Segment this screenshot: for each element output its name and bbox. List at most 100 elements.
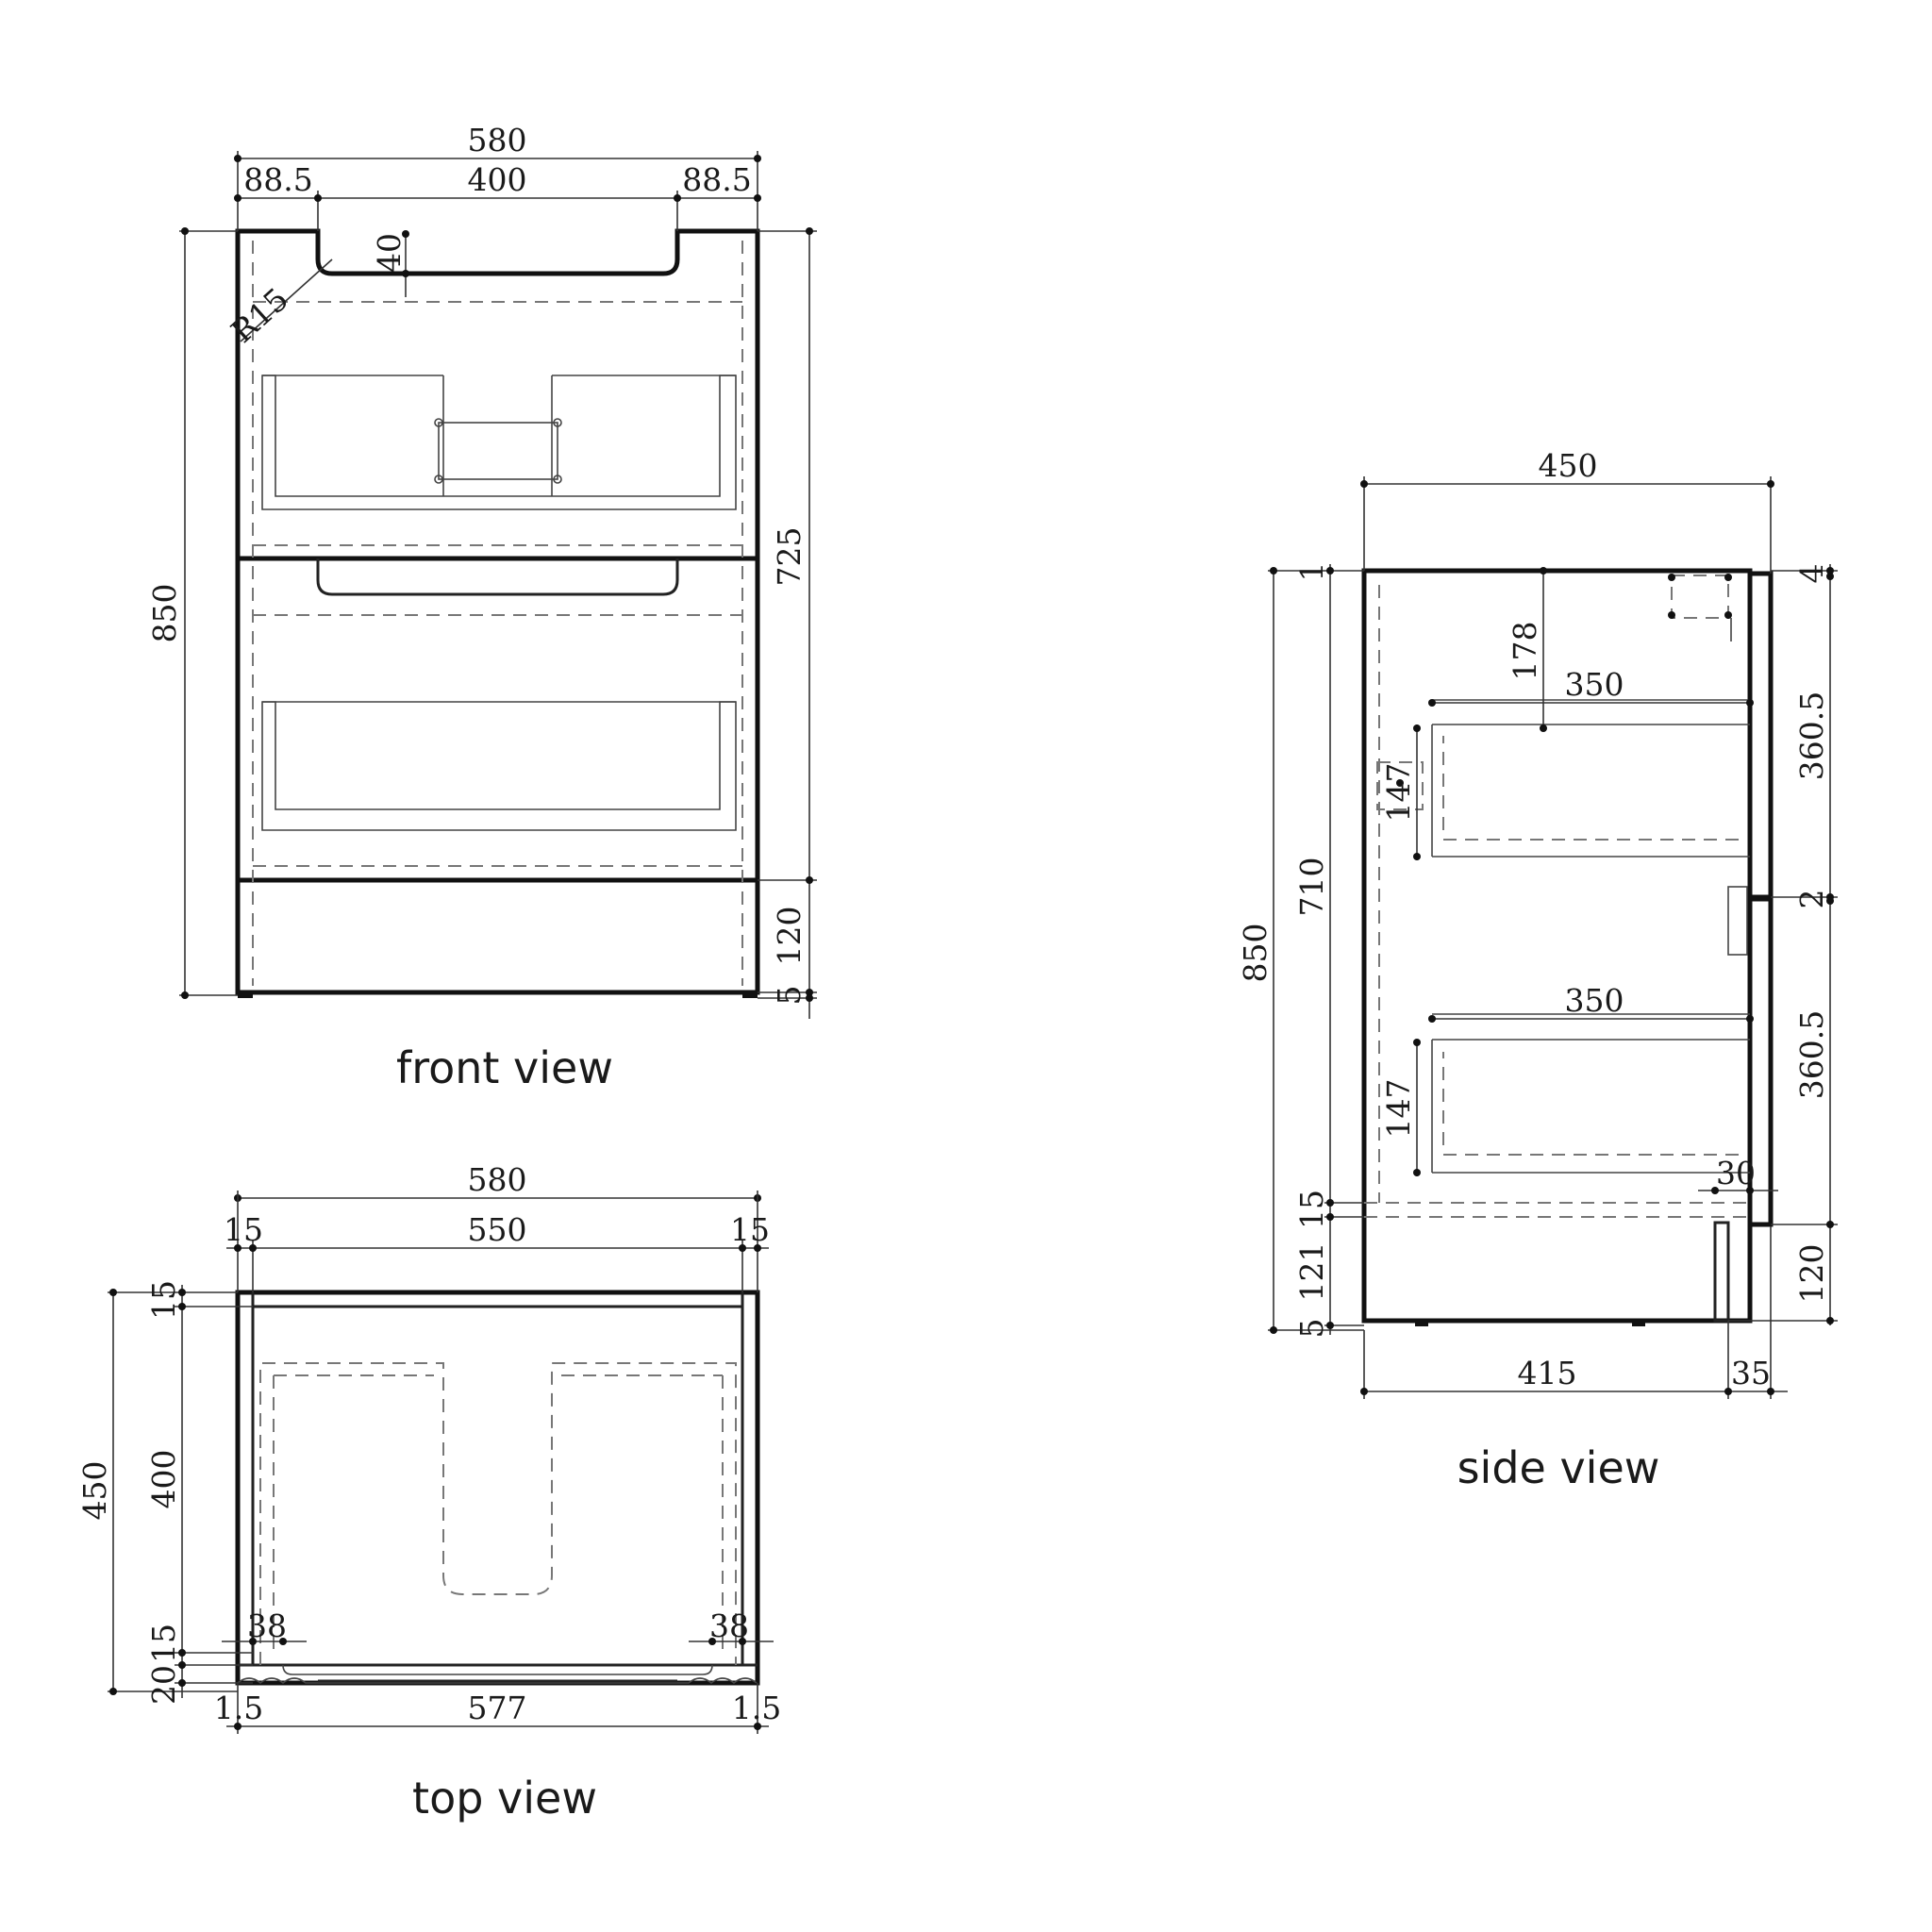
side-view: 450 178 350 147 350 147 850 <box>1237 447 1838 1493</box>
side-bracket-dot1 <box>1668 574 1675 581</box>
top-view-caption: top view <box>412 1773 597 1824</box>
side-dot-rc0b <box>1826 573 1834 580</box>
front-screw-2 <box>553 418 562 427</box>
side-dot-sb2 <box>1746 1187 1754 1194</box>
side-dot-b3 <box>1767 1388 1774 1395</box>
side-dot-lc2 <box>1326 1213 1334 1221</box>
side-dim-upper-front: 360.5 <box>1793 691 1830 780</box>
side-foot-front <box>1632 1321 1645 1326</box>
top-cabinet-outline <box>235 1290 760 1686</box>
side-dot-lc3 <box>1326 1322 1334 1329</box>
front-dim-handle-depth: 40 <box>371 233 408 273</box>
top-dim-offset-left: 38 <box>247 1607 287 1644</box>
front-lower-drawer-box <box>261 701 737 831</box>
side-dot-uh1 <box>1413 724 1421 732</box>
side-dim-lower-front: 360.5 <box>1793 1010 1830 1099</box>
front-upper-drawer-box <box>261 375 737 510</box>
side-bracket-top <box>1671 575 1729 619</box>
top-dot-od2 <box>109 1688 117 1695</box>
side-dot-lh2 <box>1413 1169 1421 1176</box>
side-dot-l2 <box>1746 1015 1754 1023</box>
side-dot-lc0 <box>1326 567 1334 575</box>
side-dim-body-height: 710 <box>1293 858 1330 917</box>
side-dim-top-offset: 178 <box>1507 622 1543 681</box>
front-view-caption: front view <box>396 1042 613 1093</box>
side-dot-rc1b <box>1826 897 1834 905</box>
front-foot-right <box>742 992 758 998</box>
top-dot-c0 <box>178 1289 186 1296</box>
top-dot-s4 <box>754 1244 761 1252</box>
top-view: 580 15 550 15 450 15 400 15 20 <box>76 1161 781 1824</box>
top-dim-front-width: 577 <box>468 1690 527 1726</box>
top-dot-s3 <box>739 1244 746 1252</box>
front-dot-hd2 <box>402 270 409 277</box>
top-dot-c4 <box>178 1679 186 1687</box>
side-bracket-ud-dot <box>1396 779 1404 787</box>
side-carcass-outline <box>1361 568 1753 1324</box>
top-dot-or1 <box>708 1638 716 1645</box>
front-dot-r3 <box>806 989 813 996</box>
side-dot-u2 <box>1746 699 1754 707</box>
top-dim-door-thickness: 20 <box>145 1665 182 1705</box>
side-dim-lower-drawer-depth: 350 <box>1565 982 1624 1019</box>
side-dot-t2 <box>1767 480 1774 488</box>
front-dot-oh2 <box>181 991 189 999</box>
side-dot-b2 <box>1724 1388 1732 1395</box>
top-dot-c2 <box>178 1649 186 1657</box>
front-screw-3 <box>434 475 443 484</box>
side-dim-body-depth: 415 <box>1518 1355 1577 1391</box>
side-bracket-dot2 <box>1724 574 1732 581</box>
top-dot-b2 <box>754 1723 761 1730</box>
front-dim-radius: R15 <box>224 280 295 350</box>
top-dot-b1 <box>234 1723 242 1730</box>
front-dim-left-margin: 88.5 <box>243 161 312 198</box>
top-dim-back-panel: 15 <box>145 1280 182 1320</box>
front-dim-plinth-height: 120 <box>771 907 808 966</box>
top-dim-front-panel: 15 <box>145 1624 182 1663</box>
front-dot-s3 <box>674 194 681 202</box>
top-dim-basin-depth: 400 <box>145 1450 182 1509</box>
top-dot-od1 <box>109 1289 117 1296</box>
front-dot-ow1 <box>234 155 242 162</box>
top-dot-s2 <box>249 1244 257 1252</box>
side-dim-plinth: 121 <box>1293 1242 1330 1302</box>
top-dim-overall-width: 580 <box>468 1161 527 1198</box>
side-plinth-front <box>1713 1221 1730 1323</box>
side-dim-plinth-front: 120 <box>1793 1244 1830 1304</box>
front-radius-leader <box>240 258 333 342</box>
side-dim-lower-drawer-height: 147 <box>1380 1079 1417 1139</box>
front-dim-overall-height: 850 <box>146 584 183 643</box>
front-dim-right-margin: 88.5 <box>682 161 751 198</box>
side-dot-lc1 <box>1326 1199 1334 1207</box>
top-dim-overall-depth: 450 <box>76 1461 113 1521</box>
side-bracket-dot4 <box>1724 611 1732 619</box>
front-dot-s4 <box>754 194 761 202</box>
side-dim-base-panel: 15 <box>1293 1190 1330 1229</box>
side-dot-178b <box>1540 724 1547 732</box>
front-dot-s2 <box>314 194 322 202</box>
side-dim-front-thickness: 35 <box>1731 1355 1771 1391</box>
side-dim-foot: 5 <box>1293 1319 1330 1339</box>
side-dim-overall-depth: 450 <box>1539 447 1598 484</box>
side-dot-rc2 <box>1826 1221 1834 1228</box>
side-dot-l1 <box>1428 1015 1436 1023</box>
front-screw-4 <box>553 475 562 484</box>
side-bracket-mid <box>1727 886 1748 956</box>
side-dot-oh1 <box>1270 567 1277 575</box>
front-screw-1 <box>434 418 443 427</box>
front-dim-drawer-height: 725 <box>771 527 808 587</box>
front-lower-handle <box>316 558 679 596</box>
top-dot-ol1 <box>249 1638 257 1645</box>
side-dim-plinth-setback: 30 <box>1716 1155 1756 1191</box>
side-bracket-upper-drawer <box>1376 761 1424 810</box>
front-dim-foot-height: 5 <box>771 986 808 1006</box>
top-dot-c3 <box>178 1661 186 1669</box>
side-dot-lh1 <box>1413 1039 1421 1046</box>
side-dim-top-clearance: 4 <box>1793 564 1830 584</box>
side-dot-oh2 <box>1270 1326 1277 1334</box>
front-dot-hd1 <box>402 230 409 238</box>
side-dim-upper-drawer-depth: 350 <box>1565 666 1624 703</box>
side-lower-front <box>1747 896 1774 1227</box>
front-dim-handle-width: 400 <box>468 161 527 198</box>
